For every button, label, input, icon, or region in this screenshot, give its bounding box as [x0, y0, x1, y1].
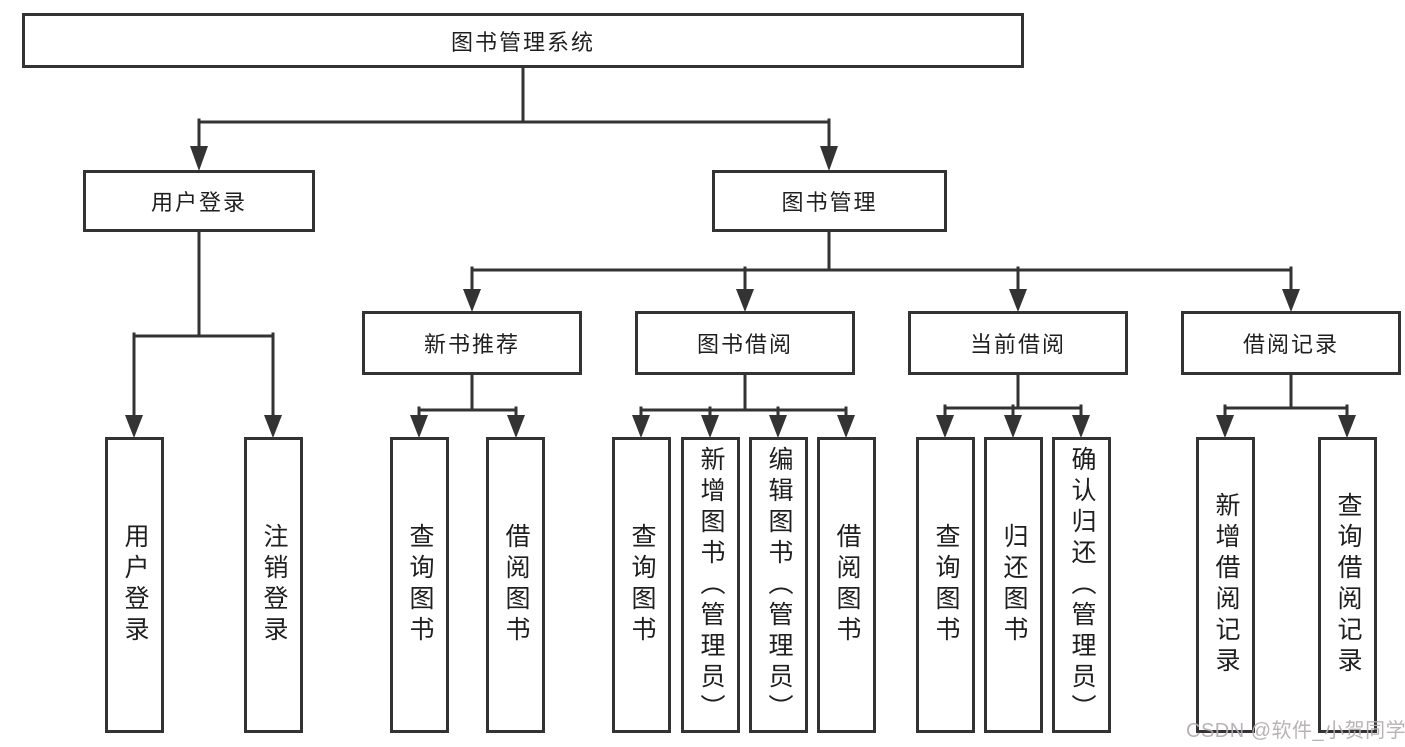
arrowhead-leaf-query-books-recommend — [410, 415, 428, 438]
connector-borrow-records-to-leaves — [1223, 373, 1349, 421]
node-user-login: 用户登录 — [83, 170, 315, 232]
arrowhead-borrow-records — [1282, 289, 1300, 312]
leaf-borrow-books-borrowing: 借阅图书 — [817, 437, 876, 733]
leaf-query-borrow-record: 查询借阅记录 — [1318, 437, 1377, 733]
leaf-edit-book-admin: 编辑图书（管理员） — [749, 437, 808, 733]
node-book-management: 图书管理 — [712, 170, 947, 232]
arrowhead-user-login — [190, 146, 208, 171]
connector-user-login-to-leaves — [132, 230, 275, 421]
arrowhead-leaf-borrow-books-borrowing — [837, 415, 855, 438]
arrowhead-book-borrowing — [736, 289, 754, 312]
arrowhead-leaf-borrow-books-recommend — [507, 415, 525, 438]
node-borrowing-records: 借阅记录 — [1181, 311, 1401, 375]
node-new-book-recommendation: 新书推荐 — [362, 311, 582, 375]
leaf-add-book-admin: 新增图书（管理员） — [681, 437, 740, 733]
connector-new-book-to-leaves — [417, 373, 518, 421]
arrowhead-leaf-logout — [264, 415, 282, 438]
node-current-borrowing: 当前借阅 — [908, 311, 1128, 375]
arrowhead-leaf-edit-book — [769, 415, 787, 438]
leaf-confirm-return-admin: 确认归还（管理员） — [1052, 437, 1111, 733]
leaf-return-books: 归还图书 — [984, 437, 1043, 733]
arrowhead-leaf-add-borrow-record — [1216, 415, 1234, 438]
arrowhead-leaf-return-books — [1004, 415, 1022, 438]
leaf-query-books-recommend: 查询图书 — [390, 437, 449, 733]
leaf-query-books-borrowing: 查询图书 — [612, 437, 671, 733]
leaf-query-books-current: 查询图书 — [916, 437, 975, 733]
arrowhead-current-borrowing — [1009, 289, 1027, 312]
arrowhead-leaf-query-books-current — [936, 415, 954, 438]
arrowhead-leaf-query-borrow-record — [1338, 415, 1356, 438]
leaf-logout: 注销登录 — [244, 437, 303, 733]
arrowhead-leaf-query-books-borrowing — [632, 415, 650, 438]
arrowhead-leaf-confirm-return — [1072, 415, 1090, 438]
watermark: CSDN @软件_小贺同学 — [1186, 720, 1405, 742]
node-book-borrowing: 图书借阅 — [635, 311, 855, 375]
connector-book-management-to-level3 — [470, 230, 1293, 294]
arrowhead-leaf-add-book — [701, 415, 719, 438]
leaf-borrow-books-recommend: 借阅图书 — [486, 437, 545, 733]
arrowhead-book-management — [820, 146, 838, 171]
connector-current-borrowing-to-leaves — [943, 373, 1083, 421]
arrowhead-new-book — [463, 289, 481, 312]
connector-book-borrowing-to-leaves — [639, 373, 848, 421]
node-library-management-system: 图书管理系统 — [22, 13, 1024, 68]
leaf-add-borrow-record: 新增借阅记录 — [1196, 437, 1255, 733]
arrowhead-leaf-user-login — [125, 415, 143, 438]
connector-root-to-level2 — [197, 66, 831, 150]
leaf-user-login: 用户登录 — [105, 437, 164, 733]
